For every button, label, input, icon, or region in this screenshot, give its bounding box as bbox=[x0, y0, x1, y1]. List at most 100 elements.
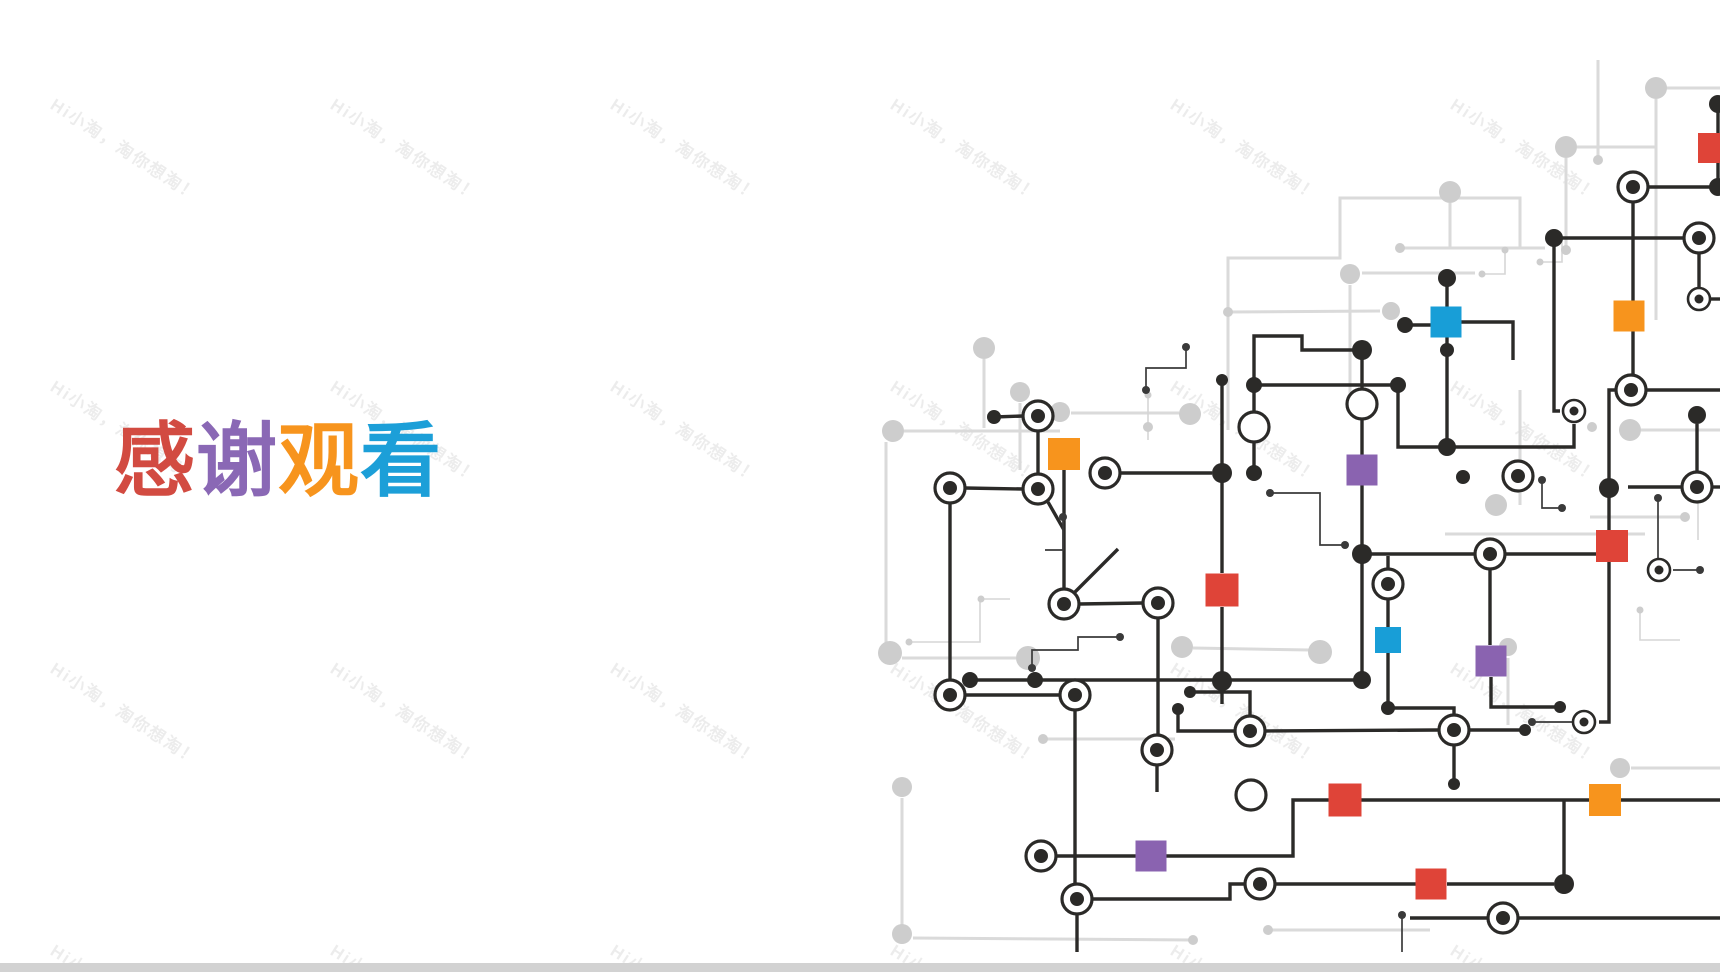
circuit-black-trace bbox=[1056, 798, 1329, 858]
circuit-small-node bbox=[1266, 489, 1274, 497]
circuit-gray-node bbox=[1645, 77, 1667, 99]
circuit-ring-core bbox=[1483, 547, 1497, 561]
circuit-ring-core bbox=[1626, 180, 1640, 194]
circuit-component-square bbox=[1346, 454, 1378, 486]
circuit-small-node bbox=[1654, 494, 1662, 502]
circuit-small-node bbox=[1528, 718, 1536, 726]
circuit-gray-node bbox=[1395, 243, 1405, 253]
circuit-component-square bbox=[1375, 627, 1401, 653]
circuit-gray-node bbox=[1555, 136, 1577, 158]
circuit-node-dot bbox=[1545, 229, 1563, 247]
circuit-gray-node bbox=[1308, 640, 1332, 664]
circuit-small-node bbox=[1696, 566, 1704, 574]
circuit-small-node bbox=[1341, 541, 1349, 549]
circuit-thin-trace bbox=[1045, 517, 1064, 551]
circuit-small-node bbox=[1398, 911, 1406, 919]
circuit-ring-core bbox=[1070, 892, 1084, 906]
title-char: 谢 bbox=[196, 417, 279, 507]
circuit-gray-small-node bbox=[1636, 606, 1644, 614]
slide-title: 感谢观看 bbox=[114, 414, 442, 511]
circuit-gray-node bbox=[1340, 264, 1360, 284]
circuit-node-dot bbox=[1246, 465, 1262, 481]
circuit-ring-core bbox=[1243, 724, 1257, 738]
circuit-ring-core bbox=[1579, 717, 1589, 727]
circuit-ring-core bbox=[1098, 466, 1112, 480]
circuit-gray-node bbox=[1188, 935, 1198, 945]
circuit-black-trace bbox=[1447, 424, 1576, 449]
circuit-node-dot bbox=[1212, 463, 1232, 483]
circuit-component-square bbox=[1475, 645, 1507, 677]
circuit-gray-node bbox=[1143, 422, 1153, 432]
circuit-black-trace bbox=[1489, 677, 1560, 709]
circuit-gray-node bbox=[1382, 302, 1400, 320]
circuit-node-dot bbox=[1216, 374, 1228, 386]
circuit-ring-core bbox=[1447, 723, 1461, 737]
circuit-node-dot bbox=[1448, 778, 1460, 790]
circuit-gray-node bbox=[1485, 494, 1507, 516]
circuit-gray-node bbox=[1587, 422, 1597, 432]
circuit-ring-core bbox=[1031, 409, 1045, 423]
title-char: 感 bbox=[114, 417, 197, 507]
circuit-ring-core bbox=[1150, 743, 1164, 757]
circuit-gray-node bbox=[1561, 245, 1571, 255]
circuit-ring-core bbox=[1253, 877, 1267, 891]
circuit-black-trace bbox=[1092, 882, 1245, 901]
circuit-component-square bbox=[1328, 783, 1362, 817]
circuit-ring-core bbox=[943, 688, 957, 702]
circuit-small-node bbox=[1558, 504, 1566, 512]
circuit-black-trace bbox=[1190, 690, 1252, 716]
circuit-component-square bbox=[1589, 784, 1621, 816]
circuit-ring-node bbox=[1345, 387, 1379, 421]
circuit-black-trace bbox=[1072, 547, 1120, 595]
circuit-small-node bbox=[1538, 476, 1546, 484]
circuit-gray-node bbox=[1010, 382, 1030, 402]
circuit-gray-node bbox=[892, 777, 912, 797]
circuit-ring-node bbox=[1237, 410, 1271, 444]
circuit-node-dot bbox=[1027, 672, 1043, 688]
circuit-gray-small-node bbox=[977, 595, 985, 603]
circuit-ring-core bbox=[1068, 688, 1082, 702]
circuit-gray-node bbox=[1439, 181, 1461, 203]
circuit-gray-thin-trace bbox=[909, 598, 1010, 643]
circuit-black-trace bbox=[1264, 728, 1440, 733]
circuit-node-dot bbox=[1688, 406, 1706, 424]
circuit-ring-core bbox=[1694, 294, 1704, 304]
title-char: 观 bbox=[278, 417, 361, 507]
circuit-thin-trace bbox=[1541, 480, 1562, 509]
circuit-gray-node bbox=[973, 337, 995, 359]
circuit-node-dot bbox=[1172, 703, 1184, 715]
circuit-small-node bbox=[1028, 664, 1036, 672]
circuit-black-trace bbox=[1046, 501, 1066, 531]
circuit-node-dot bbox=[1390, 377, 1406, 393]
circuit-node-dot bbox=[1381, 701, 1395, 715]
circuit-node-dot bbox=[987, 410, 1001, 424]
circuit-component-square bbox=[1048, 438, 1080, 470]
circuit-gray-node bbox=[1171, 636, 1193, 658]
circuit-gray-node bbox=[1263, 925, 1273, 935]
circuit-ring-core bbox=[1381, 577, 1395, 591]
circuit-gray-small-node bbox=[1478, 270, 1486, 278]
circuit-thin-trace bbox=[1145, 347, 1187, 390]
circuit-ring-core bbox=[1031, 482, 1045, 496]
circuit-gray-trace bbox=[1227, 309, 1381, 314]
circuit-component-square bbox=[1613, 300, 1645, 332]
circuit-ring-core bbox=[1511, 469, 1525, 483]
circuit-gray-node bbox=[1179, 403, 1201, 425]
circuit-black-trace bbox=[1176, 709, 1235, 733]
circuit-gray-thin-trace bbox=[1482, 250, 1506, 275]
circuit-black-trace bbox=[1461, 320, 1515, 360]
circuit-gray-node bbox=[1619, 419, 1641, 441]
circuit-ring-core bbox=[1034, 849, 1048, 863]
circuit-gray-trace bbox=[912, 936, 1194, 942]
circuit-node-dot bbox=[1456, 470, 1470, 484]
circuit-gray-trace bbox=[1226, 196, 1522, 430]
circuit-black-trace bbox=[1552, 238, 1560, 413]
circuit-node-dot bbox=[1519, 724, 1531, 736]
circuit-ring-core bbox=[1057, 597, 1071, 611]
circuit-black-trace bbox=[964, 486, 1024, 491]
circuit-gray-node bbox=[1050, 402, 1070, 422]
circuit-ring-core bbox=[1624, 383, 1638, 397]
circuit-ring-core bbox=[1151, 596, 1165, 610]
